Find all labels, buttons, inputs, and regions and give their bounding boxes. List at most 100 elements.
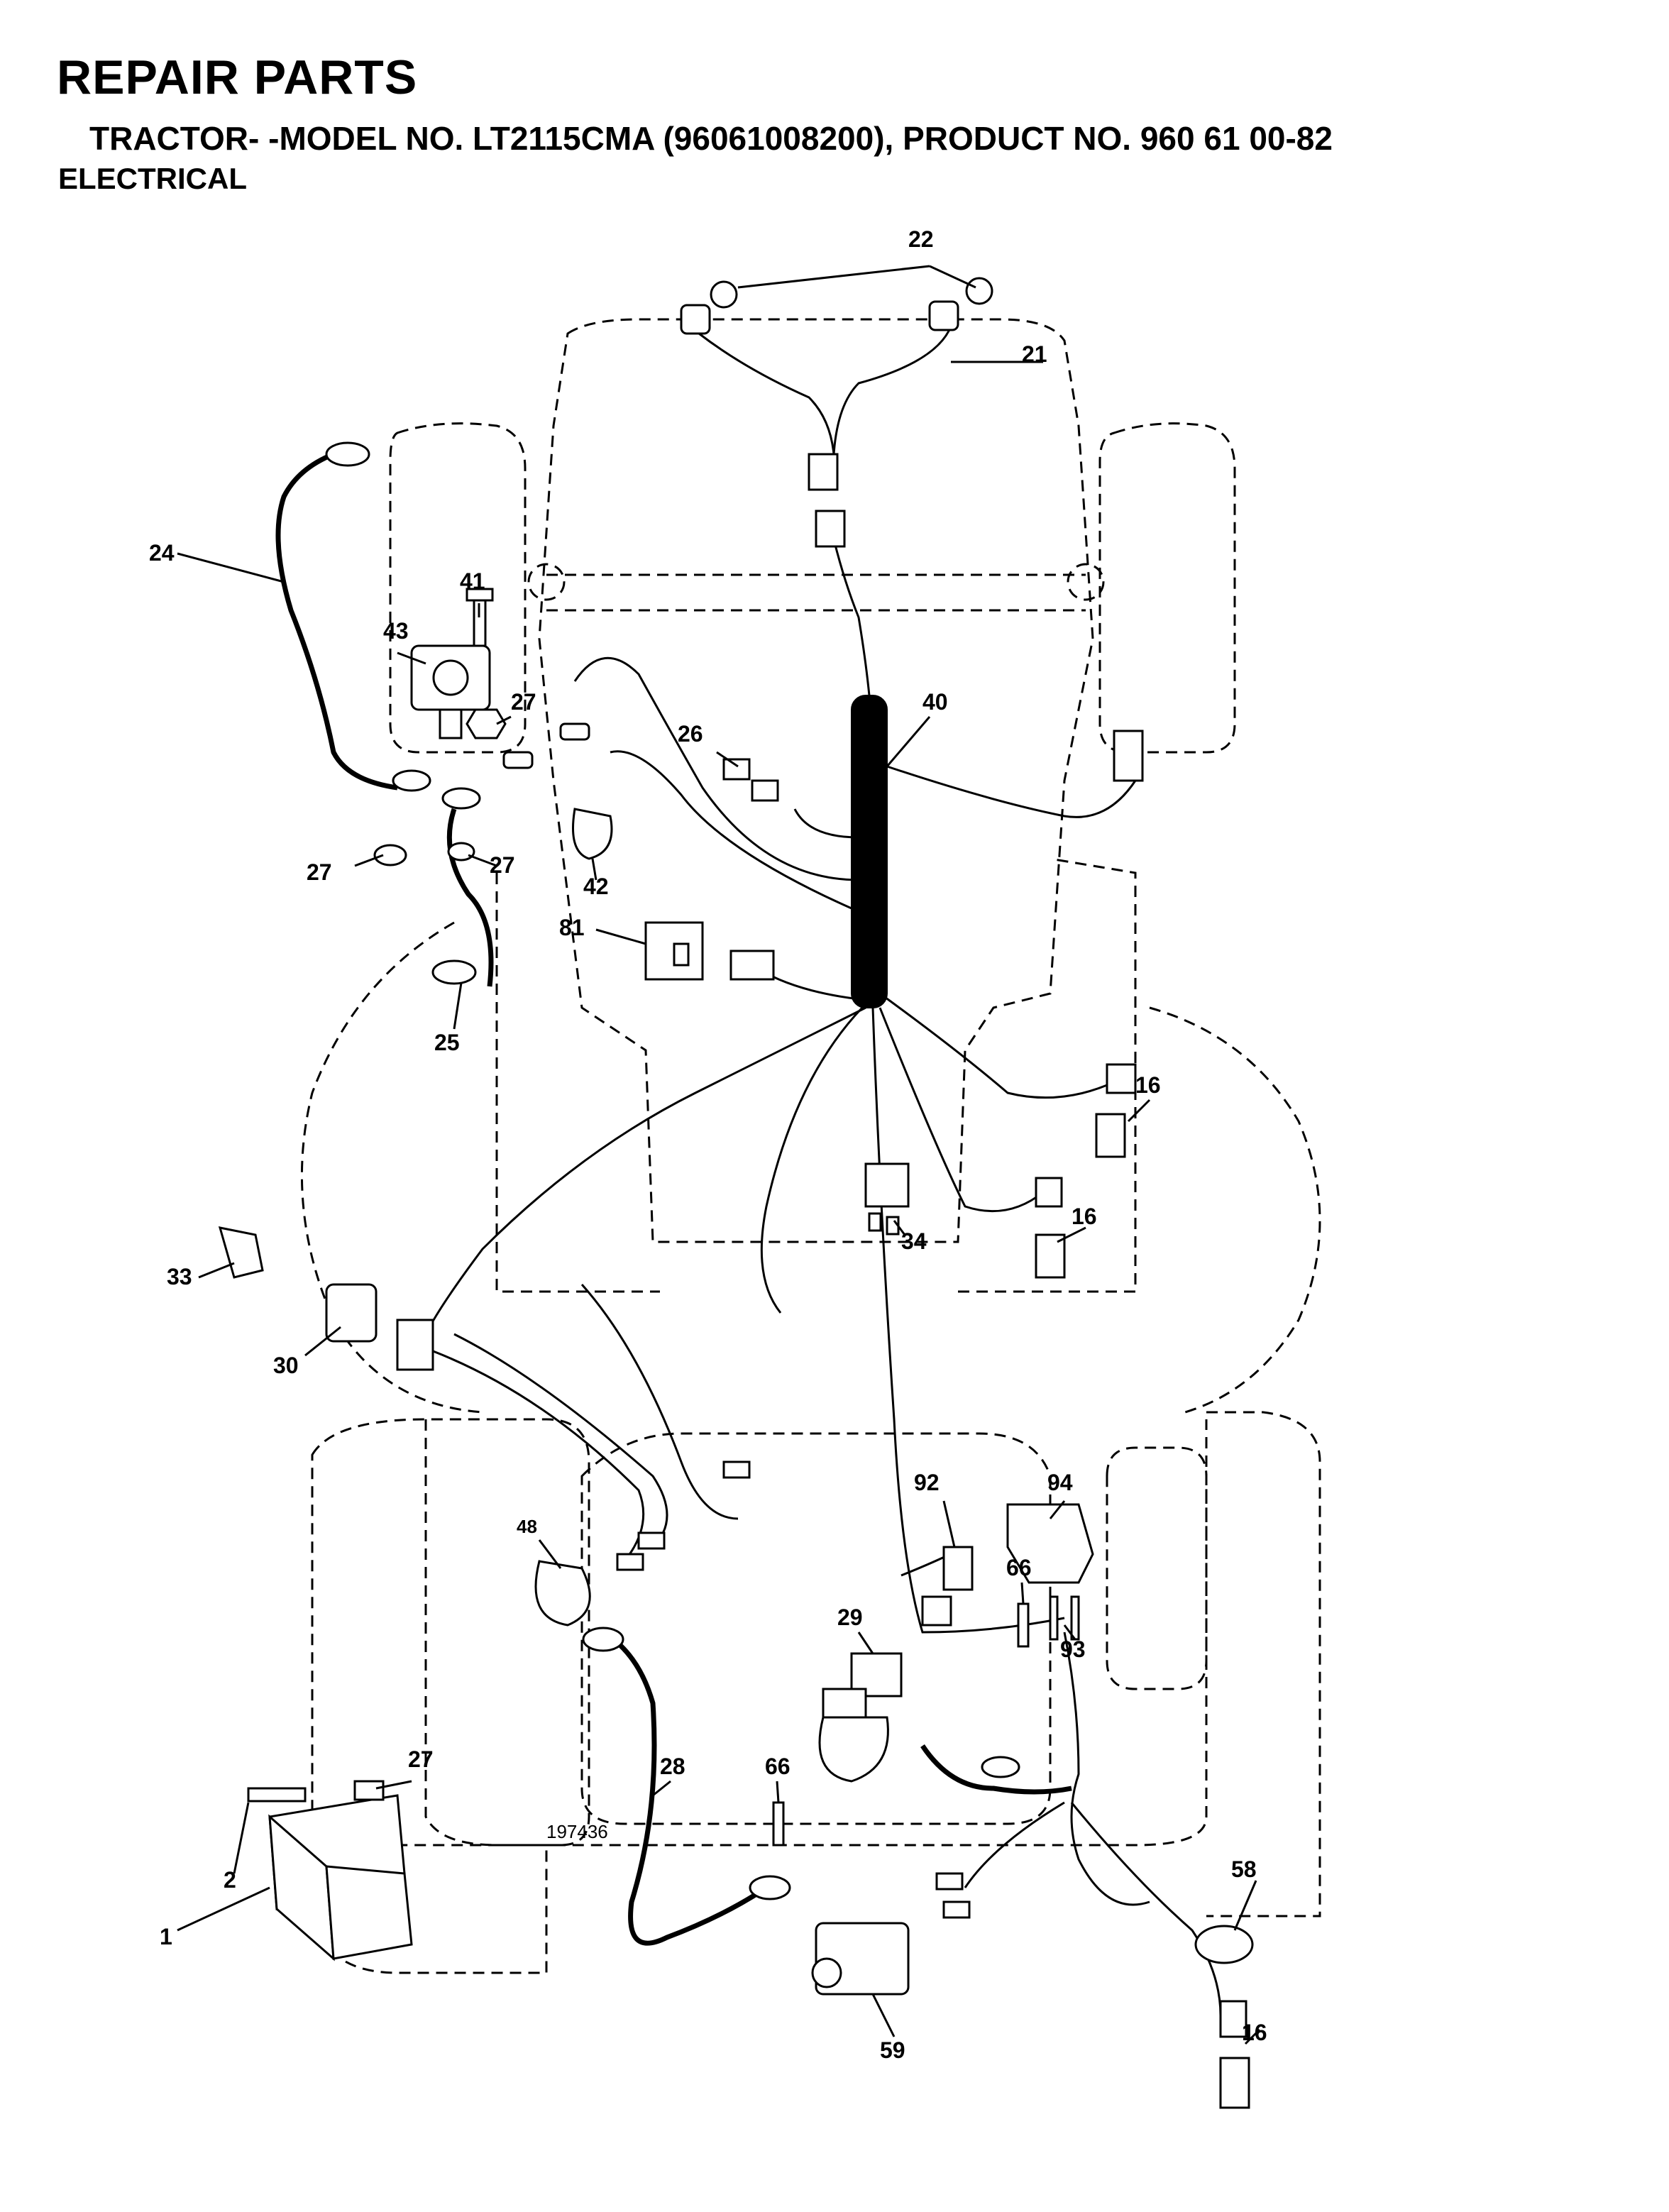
wire-to-rear-switch bbox=[1070, 1802, 1222, 2016]
wire-to-terminal-rear bbox=[964, 1801, 1065, 1888]
nut-27-b bbox=[373, 844, 407, 866]
callout-16-b: 16 bbox=[1072, 1204, 1097, 1229]
terminal-a bbox=[722, 1460, 751, 1479]
front-left-wheel-outline bbox=[389, 422, 527, 754]
screw-93-b bbox=[1070, 1595, 1080, 1641]
switch-16-a bbox=[1095, 1113, 1126, 1158]
clutch-switch-29 bbox=[822, 1652, 903, 1719]
light-switch bbox=[864, 1162, 910, 1208]
axle-pivot-left bbox=[527, 563, 566, 601]
switch-16-c bbox=[1219, 2057, 1250, 2109]
wire-to-terminal-c bbox=[425, 1347, 645, 1562]
terminal-rear-b bbox=[942, 1900, 971, 1919]
parts bbox=[218, 277, 1254, 2109]
pto-coil-wire bbox=[920, 1744, 1072, 1795]
fuse-holder-terminal bbox=[502, 751, 534, 769]
cable-terminal-solenoid bbox=[441, 787, 481, 810]
terminal-c bbox=[616, 1553, 644, 1571]
callout-34: 34 bbox=[901, 1228, 927, 1254]
callout-27-a: 27 bbox=[511, 689, 536, 715]
callout-59: 59 bbox=[880, 2037, 905, 2063]
connector-16-c bbox=[1219, 2000, 1247, 2038]
harness-branch-fuse bbox=[793, 808, 859, 839]
ground-cable-terminal bbox=[431, 959, 477, 985]
headlight-connector bbox=[808, 453, 839, 491]
ignition-key bbox=[218, 1226, 264, 1279]
fuse-holder bbox=[572, 808, 613, 860]
battery-cable-24 bbox=[275, 451, 398, 791]
module-59 bbox=[811, 1922, 910, 1996]
harness-branch-starter-2 bbox=[610, 750, 852, 910]
pto-plug bbox=[818, 1716, 889, 1783]
callout-1: 1 bbox=[160, 1924, 172, 1949]
fuel-tank-outline bbox=[1106, 1446, 1208, 1690]
harness-branch-seat bbox=[760, 1006, 864, 1314]
rear-right-wheel-outline bbox=[1149, 1006, 1321, 1414]
callout-43: 43 bbox=[383, 618, 409, 644]
battery bbox=[268, 1794, 413, 1961]
relay bbox=[644, 921, 704, 981]
leader-lines bbox=[177, 265, 1261, 2045]
model-subtitle: TRACTOR- -MODEL NO. LT2115CMA (960610082… bbox=[89, 120, 1333, 157]
seat-switch-connector bbox=[921, 1595, 952, 1627]
front-axle-outline bbox=[546, 573, 1086, 612]
nut-27-c bbox=[447, 842, 475, 862]
harness-branch-ignition bbox=[424, 1006, 866, 1335]
seat-switch-92 bbox=[942, 1546, 974, 1591]
ignition-switch bbox=[325, 1283, 434, 1371]
callout-41: 41 bbox=[460, 568, 485, 594]
callout-28: 28 bbox=[660, 1754, 685, 1779]
wire-to-terminal-a bbox=[580, 1284, 739, 1520]
tractor-outline bbox=[300, 318, 1321, 1974]
page-title: REPAIR PARTS bbox=[57, 50, 418, 104]
battery-bolt-2 bbox=[247, 1787, 307, 1803]
terminal-b bbox=[637, 1531, 666, 1550]
callout-21: 21 bbox=[1022, 341, 1047, 367]
callout-40: 40 bbox=[922, 689, 948, 715]
screw-66-b bbox=[1017, 1602, 1030, 1648]
frame-rail-outline bbox=[495, 857, 1137, 1293]
callout-16-a: 16 bbox=[1135, 1072, 1161, 1098]
ground-terminal-rear bbox=[981, 1756, 1020, 1778]
callout-27-d: 27 bbox=[408, 1746, 434, 1772]
rear-right-deck-outline bbox=[1206, 1411, 1321, 1917]
harness-branch-starter bbox=[573, 656, 859, 881]
harness-branch-switch-mid bbox=[878, 1007, 1044, 1213]
callout-58: 58 bbox=[1231, 1856, 1257, 1882]
harness-branch-switch-upper bbox=[879, 992, 1122, 1099]
screw-66-a bbox=[772, 1801, 785, 1847]
callout-92: 92 bbox=[914, 1470, 940, 1495]
screw-93-a bbox=[1049, 1595, 1059, 1641]
battery-cable-28 bbox=[602, 1629, 768, 1946]
battery-nut-27 bbox=[353, 1780, 385, 1801]
callout-42: 42 bbox=[583, 874, 609, 899]
fuse-b bbox=[751, 779, 779, 802]
connector-16-b bbox=[1035, 1177, 1063, 1208]
callout-66-a: 66 bbox=[1006, 1555, 1032, 1580]
nut-27-a bbox=[466, 708, 507, 739]
headlight-connector-mate bbox=[815, 510, 846, 548]
front-right-wheel-outline bbox=[1098, 422, 1236, 754]
battery-cable-28-end-bottom bbox=[749, 1875, 791, 1900]
ground-cable-25 bbox=[446, 808, 494, 987]
fuse-a bbox=[722, 758, 751, 781]
diode-48 bbox=[534, 1560, 591, 1627]
hood-outline bbox=[538, 318, 1094, 1243]
terminal-rear-a bbox=[935, 1872, 964, 1891]
seat-outline bbox=[580, 1432, 1052, 1825]
callout-48: 48 bbox=[517, 1516, 537, 1537]
battery-cable-24-end-bottom bbox=[392, 769, 431, 792]
dash-connector bbox=[1113, 730, 1144, 782]
callout-94: 94 bbox=[1047, 1470, 1073, 1495]
axle-pivot-right bbox=[1067, 563, 1105, 601]
callout-2: 2 bbox=[224, 1867, 236, 1893]
callout-29: 29 bbox=[837, 1605, 863, 1630]
headlight-lead bbox=[832, 539, 871, 696]
headlight-wire-left bbox=[698, 332, 835, 455]
callout-26: 26 bbox=[678, 721, 703, 747]
battery-cable-24-end-top bbox=[325, 441, 370, 467]
rear-fender-outline bbox=[424, 1419, 1208, 1847]
callout-81: 81 bbox=[559, 915, 585, 940]
light-switch-terminal-a bbox=[868, 1212, 882, 1232]
relay-connector bbox=[729, 950, 775, 981]
